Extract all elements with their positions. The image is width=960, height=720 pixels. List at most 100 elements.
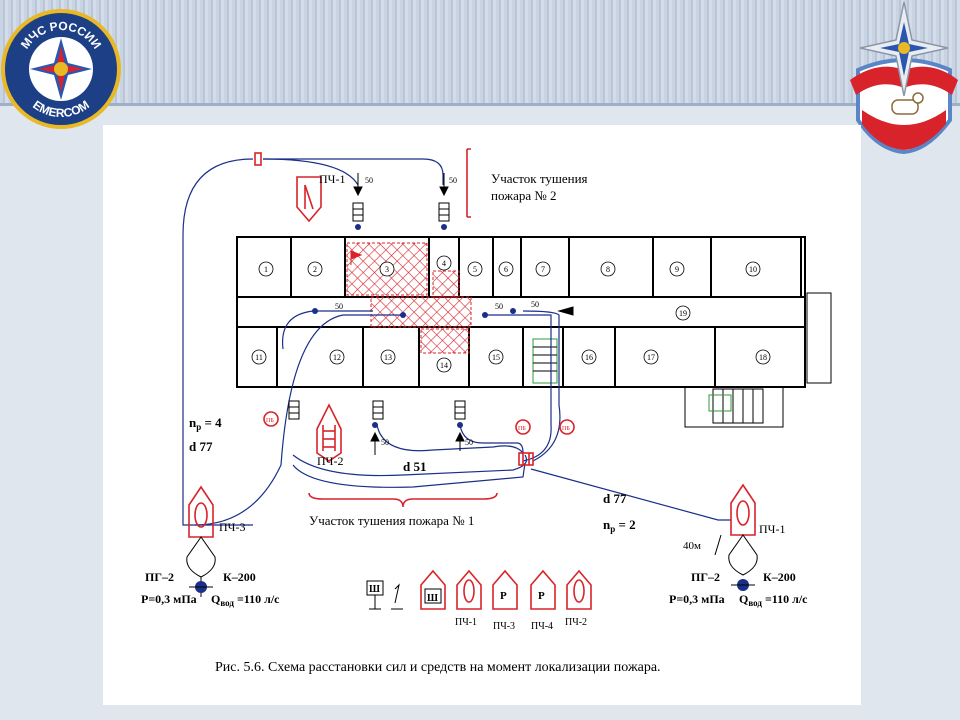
room-marker [498,261,514,277]
hose-size-labels: 50 50 50 50 50 50 50 [335,176,539,447]
emblem-bottom-text: EMERCOM [30,98,91,121]
room-marker [669,261,685,277]
room-number: 12 [333,353,341,362]
q-left-label: Qвод =110 л/с [211,592,280,608]
room-number: 2 [313,265,317,274]
room-marker [436,255,452,271]
np-left-label: nр = 4 [189,415,222,432]
banner-divider [0,103,960,106]
distance-40m-label: 40м [683,540,701,552]
room-marker [467,261,483,277]
room-marker [380,349,396,365]
room-marker [436,357,452,373]
room-number: 4 [442,259,446,268]
room-number: 16 [585,353,593,362]
fire-extinguisher-markers [263,411,575,435]
room-number: 9 [675,265,679,274]
legend-pch2-label: ПЧ-2 [565,617,587,628]
truck-pch1-right [730,483,756,536]
q-right-label: Qвод =110 л/с [739,592,808,608]
svg-text:50: 50 [381,438,389,447]
pch1-top-label: ПЧ-1 [319,172,345,186]
svg-text:ПБ: ПБ [562,426,570,432]
legend-flag-icon [366,580,403,610]
room-number: 18 [759,353,767,362]
room-number: 19 [679,309,687,318]
hydrant-right [728,534,758,591]
svg-text:50: 50 [365,176,373,185]
room-number: 13 [384,353,392,362]
pg-right-label: ПГ–2 [691,570,720,584]
room-number: 7 [541,265,545,274]
pch3-label: ПЧ-3 [219,520,245,534]
room-number: 17 [647,353,655,362]
legend-truck-pch3 [492,569,518,610]
d77-right-label: d 77 [603,491,627,506]
truck-pch1-top [296,176,322,223]
legend-pch3-label: ПЧ-3 [493,621,515,632]
direction-arrows [353,173,722,556]
room-marker [745,261,761,277]
regional-emblem-icon [850,1,958,155]
legend-truck-pch1 [456,569,482,610]
hydrant-left [186,536,216,597]
room-number: 10 [749,265,757,274]
room-number: 3 [385,265,389,274]
zone1-bracket [308,492,498,508]
svg-text:50: 50 [495,302,503,311]
figure-caption: Рис. 5.6. Схема расстановки сил и средст… [215,660,661,675]
room-marker [675,305,691,321]
room-marker [379,261,395,277]
nozzle-icon [288,202,466,420]
zone2-label-line1: Участок тушения [491,171,588,186]
svg-text:ПБ: ПБ [518,426,526,432]
room-marker [307,261,323,277]
room-marker [258,261,274,277]
legend-truck-p4-text: Р [538,590,545,602]
room-number: 11 [255,353,263,362]
room-number: 8 [606,265,610,274]
svg-text:ПБ: ПБ [266,418,274,424]
legend-sh-text: Ш [369,584,380,595]
truck-pch2-mid [316,403,342,462]
d77-left-label: d 77 [189,439,213,454]
zone2-label-line2: пожара № 2 [491,188,557,203]
zone2-bracket [466,148,471,218]
legend-pch1-label: ПЧ-1 [455,617,477,628]
room-marker [535,261,551,277]
room-marker [581,349,597,365]
pg-left-label: ПГ–2 [145,570,174,584]
room-number: 6 [504,265,508,274]
hose-lines [182,158,731,526]
nozzle-dots [312,224,516,428]
legend-truck-sh-text: Ш [427,593,438,604]
room-marker [755,349,771,365]
svg-text:50: 50 [531,300,539,309]
d51-label: d 51 [403,459,426,474]
hose-splitter-top [254,152,262,166]
svg-text:EMERCOM: EMERCOM [30,98,91,121]
room-number: 1 [264,265,268,274]
legend-truck-pch4 [530,569,556,610]
svg-text:50: 50 [335,302,343,311]
legend-truck-sh [420,569,446,610]
p-left-label: Р=0,3 мПа [141,592,197,606]
pch2-label: ПЧ-2 [317,454,343,468]
room-number: 5 [473,265,477,274]
room-number: 15 [492,353,500,362]
hose-splitter-bottom [518,452,534,466]
truck-pch3-left [188,485,214,538]
k-left-label: К–200 [223,570,256,584]
mchs-emblem-icon: МЧС РОССИИ EMERCOM [1,9,121,129]
fire-zone [346,242,472,354]
zone1-label: Участок тушения пожара № 1 [309,513,474,528]
svg-text:50: 50 [449,176,457,185]
svg-text:50: 50 [465,438,473,447]
legend [366,569,592,610]
room-marker [488,349,504,365]
staircase-center [532,338,558,384]
pb-labels: ПБ ПБ ПБ [266,418,570,432]
p-right-label: Р=0,3 мПа [669,592,725,606]
